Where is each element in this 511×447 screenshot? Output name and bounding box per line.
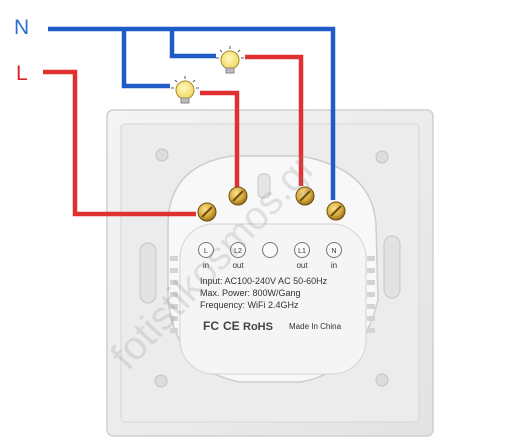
fc-mark: FC (203, 319, 219, 333)
module-notch (257, 173, 271, 199)
terminal-marker-blank (262, 242, 278, 258)
neutral-wires (48, 26, 336, 200)
svg-text:L2: L2 (234, 248, 242, 255)
plate-hole (154, 374, 168, 388)
light-bulb-icon (171, 76, 199, 104)
terminal-marker: N in (326, 242, 342, 270)
svg-text:L1: L1 (298, 248, 306, 255)
terminal-marker: L in (198, 242, 214, 270)
plate-hole (375, 373, 389, 387)
plate-hole (155, 148, 169, 162)
rohs-mark: RoHS (243, 321, 273, 333)
light-bulb-icon (216, 46, 244, 74)
origin-text: Made In China (289, 322, 342, 331)
spec-input: Input: AC100-240V AC 50-60Hz (200, 276, 328, 286)
live-wires (43, 54, 304, 217)
svg-text:N: N (331, 248, 336, 255)
mount-slot (383, 235, 401, 299)
ce-mark: CE (223, 319, 240, 333)
neutral-label: N (14, 16, 29, 39)
svg-text:out: out (296, 261, 308, 270)
mount-slot (139, 242, 157, 304)
screw-terminal-icon (197, 186, 346, 222)
svg-text:L: L (204, 248, 208, 255)
module-panel (179, 223, 367, 375)
terminal-marker: L1 out (294, 242, 310, 270)
svg-text:in: in (203, 261, 209, 270)
spec-frequency: Frequency: WiFi 2.4GHz (200, 300, 299, 310)
terminal-marker: L2 out (230, 242, 246, 270)
plate-hole (375, 150, 389, 164)
vent-right (367, 256, 375, 333)
svg-text:in: in (331, 261, 337, 270)
live-label: L (16, 62, 28, 85)
spec-power: Max. Power: 800W/Gang (200, 288, 301, 298)
vent-left (170, 256, 178, 333)
svg-text:out: out (232, 261, 244, 270)
